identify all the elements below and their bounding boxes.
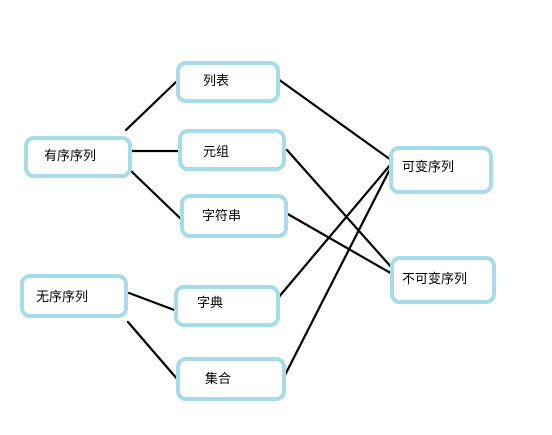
edge-string-to-immutable — [284, 211, 396, 277]
list-box — [176, 61, 280, 103]
ordered-sequence-label: 有序序列 — [44, 149, 97, 164]
set-label: 集合 — [205, 372, 232, 387]
immutable-sequence-label: 不可变序列 — [402, 272, 468, 287]
mutable-sequence-label: 可变序列 — [402, 160, 455, 175]
string-box — [180, 194, 288, 238]
unordered-sequence-box — [20, 274, 128, 318]
edge-dict-to-mutable — [276, 162, 393, 300]
edge-list-to-mutable — [276, 77, 393, 162]
edge-tuple-to-immutable — [285, 148, 394, 270]
mutable-sequence-box — [389, 146, 493, 194]
tuple-label: 元组 — [203, 145, 230, 160]
edge-unordered-to-dict — [127, 291, 179, 313]
edge-unordered-to-set — [126, 320, 180, 382]
edges-layer — [124, 77, 396, 382]
set-box — [176, 357, 286, 401]
unordered-sequence-label: 无序序列 — [36, 290, 89, 305]
string-label: 字符串 — [202, 209, 242, 224]
dict-label: 字典 — [197, 296, 224, 311]
immutable-sequence-box — [390, 256, 496, 304]
edge-ordered-to-list — [124, 80, 178, 132]
dict-box — [174, 285, 280, 327]
tuple-box — [178, 129, 286, 171]
list-label: 列表 — [203, 74, 230, 89]
edge-set-to-mutable — [282, 169, 391, 379]
ordered-sequence-box — [24, 136, 132, 178]
nodes-layer — [20, 61, 496, 401]
edge-ordered-to-string — [128, 168, 184, 222]
